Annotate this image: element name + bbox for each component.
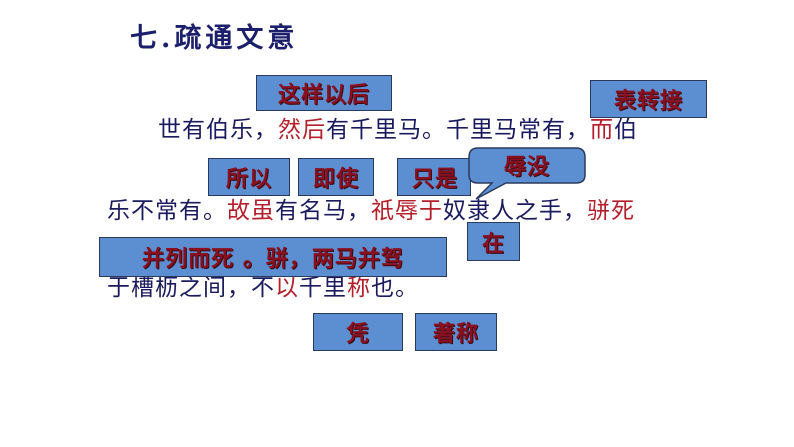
annotation-yi: 凭 bbox=[313, 313, 403, 351]
annotation-sui: 即使 bbox=[298, 158, 374, 196]
callout-ru: 辱没 bbox=[468, 147, 586, 200]
highlight-zhiruyu: 祇辱于 bbox=[371, 198, 443, 224]
text-segment: 也。 bbox=[371, 275, 419, 301]
annotation-cheng: 著称 bbox=[415, 313, 497, 351]
text-segment: 于槽枥之间，不 bbox=[107, 275, 275, 301]
highlight-gusui: 故虽 bbox=[227, 198, 275, 224]
passage-line-1: 世有伯乐，然后有千里马。千里马常有，而伯 bbox=[158, 115, 638, 145]
highlight-ranhou: 然后 bbox=[278, 117, 326, 143]
passage-line-3: 于槽枥之间，不以千里称也。 bbox=[107, 273, 419, 303]
annotation-zhi: 只是 bbox=[397, 158, 471, 196]
text-segment: 千里 bbox=[299, 275, 347, 301]
text-segment: 伯 bbox=[614, 117, 638, 143]
highlight-piansi: 骈死 bbox=[587, 198, 635, 224]
highlight-yi: 以 bbox=[275, 275, 299, 301]
text-segment: 乐不常有。 bbox=[107, 198, 227, 224]
callout-ru-text: 辱没 bbox=[503, 155, 550, 180]
annotation-yu: 在 bbox=[467, 222, 520, 261]
highlight-cheng: 称 bbox=[347, 275, 371, 301]
annotation-ranhou: 这样以后 bbox=[256, 75, 392, 111]
slide-title: 七.疏通文意 bbox=[130, 23, 299, 54]
text-segment: 有千里马。千里马常有， bbox=[326, 117, 590, 143]
annotation-piansi: 并列而死 。骈，两马并驾 bbox=[99, 237, 447, 277]
highlight-er: 而 bbox=[590, 117, 614, 143]
speech-bubble-icon bbox=[468, 147, 586, 200]
text-segment: 有名马， bbox=[275, 198, 371, 224]
text-segment: 奴隶人之手， bbox=[443, 198, 587, 224]
passage-line-2: 乐不常有。故虽有名马，祇辱于奴隶人之手，骈死 bbox=[107, 196, 635, 226]
annotation-gu: 所以 bbox=[208, 158, 290, 196]
annotation-er: 表转接 bbox=[590, 80, 707, 118]
text-segment: 世有伯乐， bbox=[158, 117, 278, 143]
